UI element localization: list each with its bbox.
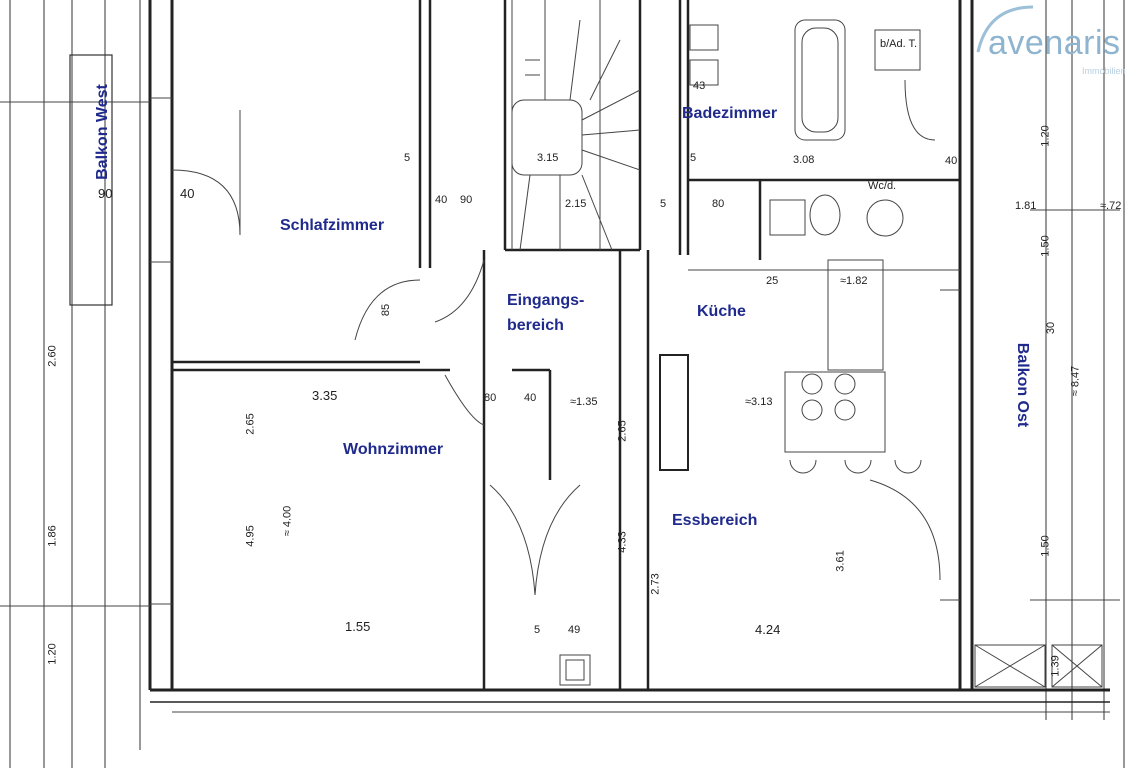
- dim-label: ≈3.13: [745, 396, 773, 408]
- dim-label: ≈1.35: [570, 396, 598, 408]
- room-label-eingang-line2: bereich: [507, 317, 564, 334]
- dim-label: 1.20: [46, 643, 59, 665]
- room-label-eingang-line1: Eingangs-: [507, 292, 585, 309]
- room-label-kueche: Küche: [697, 303, 746, 320]
- dim-label: 80: [712, 198, 725, 210]
- dim-label: 3.15: [537, 152, 559, 164]
- dim-label: 1.86: [46, 525, 59, 547]
- dim-label: 1.55: [345, 619, 371, 634]
- room-label-wohnzimmer: Wohnzimmer: [343, 441, 444, 458]
- dim-label: ≈ 4.00: [281, 505, 294, 537]
- room-label-balkon-ost: Balkon Ost: [1014, 342, 1031, 428]
- logo-wordmark: avenaris: [988, 24, 1121, 62]
- avenaris-logo: [976, 5, 1034, 53]
- dim-label: 40: [524, 392, 537, 404]
- dim-label: 2.60: [46, 345, 59, 367]
- room-label-essbereich: Essbereich: [672, 512, 758, 529]
- dim-label: 1.39: [1049, 655, 1062, 677]
- dim-label: 1.50: [1039, 235, 1052, 257]
- dim-label: 25: [766, 275, 779, 287]
- dim-label: ≈1.82: [840, 275, 868, 287]
- dim-label: 2.65: [616, 420, 629, 442]
- dim-label: 2.15: [565, 198, 587, 210]
- dim-label: 2.73: [649, 573, 662, 595]
- dim-label: 40: [945, 155, 958, 167]
- dim-label: ≈ 8.47: [1069, 365, 1082, 397]
- dim-label: 30: [1045, 321, 1058, 335]
- room-label-schlafzimmer: Schlafzimmer: [280, 217, 385, 234]
- dim-label: 80: [484, 392, 497, 404]
- dim-label: b/Ad. T.: [880, 38, 918, 50]
- dim-label: 5: [404, 152, 411, 164]
- logo-subtitle: Immobilien: [1082, 66, 1126, 76]
- room-label-badezimmer: Badezimmer: [682, 105, 778, 122]
- dim-label: 5: [690, 152, 697, 164]
- dim-label: 90: [460, 194, 473, 206]
- room-label-balkon-west: Balkon West: [94, 84, 111, 180]
- dim-label: 49: [568, 624, 581, 636]
- dim-label: 4.33: [616, 531, 629, 553]
- dim-label: 43: [693, 80, 706, 92]
- dim-label: 3.61: [834, 550, 847, 572]
- dim-label: 4.24: [755, 622, 781, 637]
- dim-label: 4.95: [244, 525, 257, 547]
- dim-label: 3.08: [793, 154, 815, 166]
- dim-label: 40: [435, 194, 448, 206]
- dim-label: 5: [534, 624, 541, 636]
- dim-label: 1.81: [1015, 200, 1037, 212]
- dim-label: 40: [180, 186, 195, 201]
- dim-label: 5: [660, 198, 667, 210]
- dim-label: 2.65: [244, 413, 257, 435]
- dim-label: Wc/d.: [868, 180, 897, 192]
- dim-label: 3.35: [312, 388, 338, 403]
- dim-label: 90: [98, 186, 113, 201]
- dim-label: 1.20: [1039, 125, 1052, 147]
- dim-label: 85: [380, 303, 393, 317]
- dim-label: ≈.72: [1100, 200, 1122, 212]
- dim-label: 1.50: [1039, 535, 1052, 557]
